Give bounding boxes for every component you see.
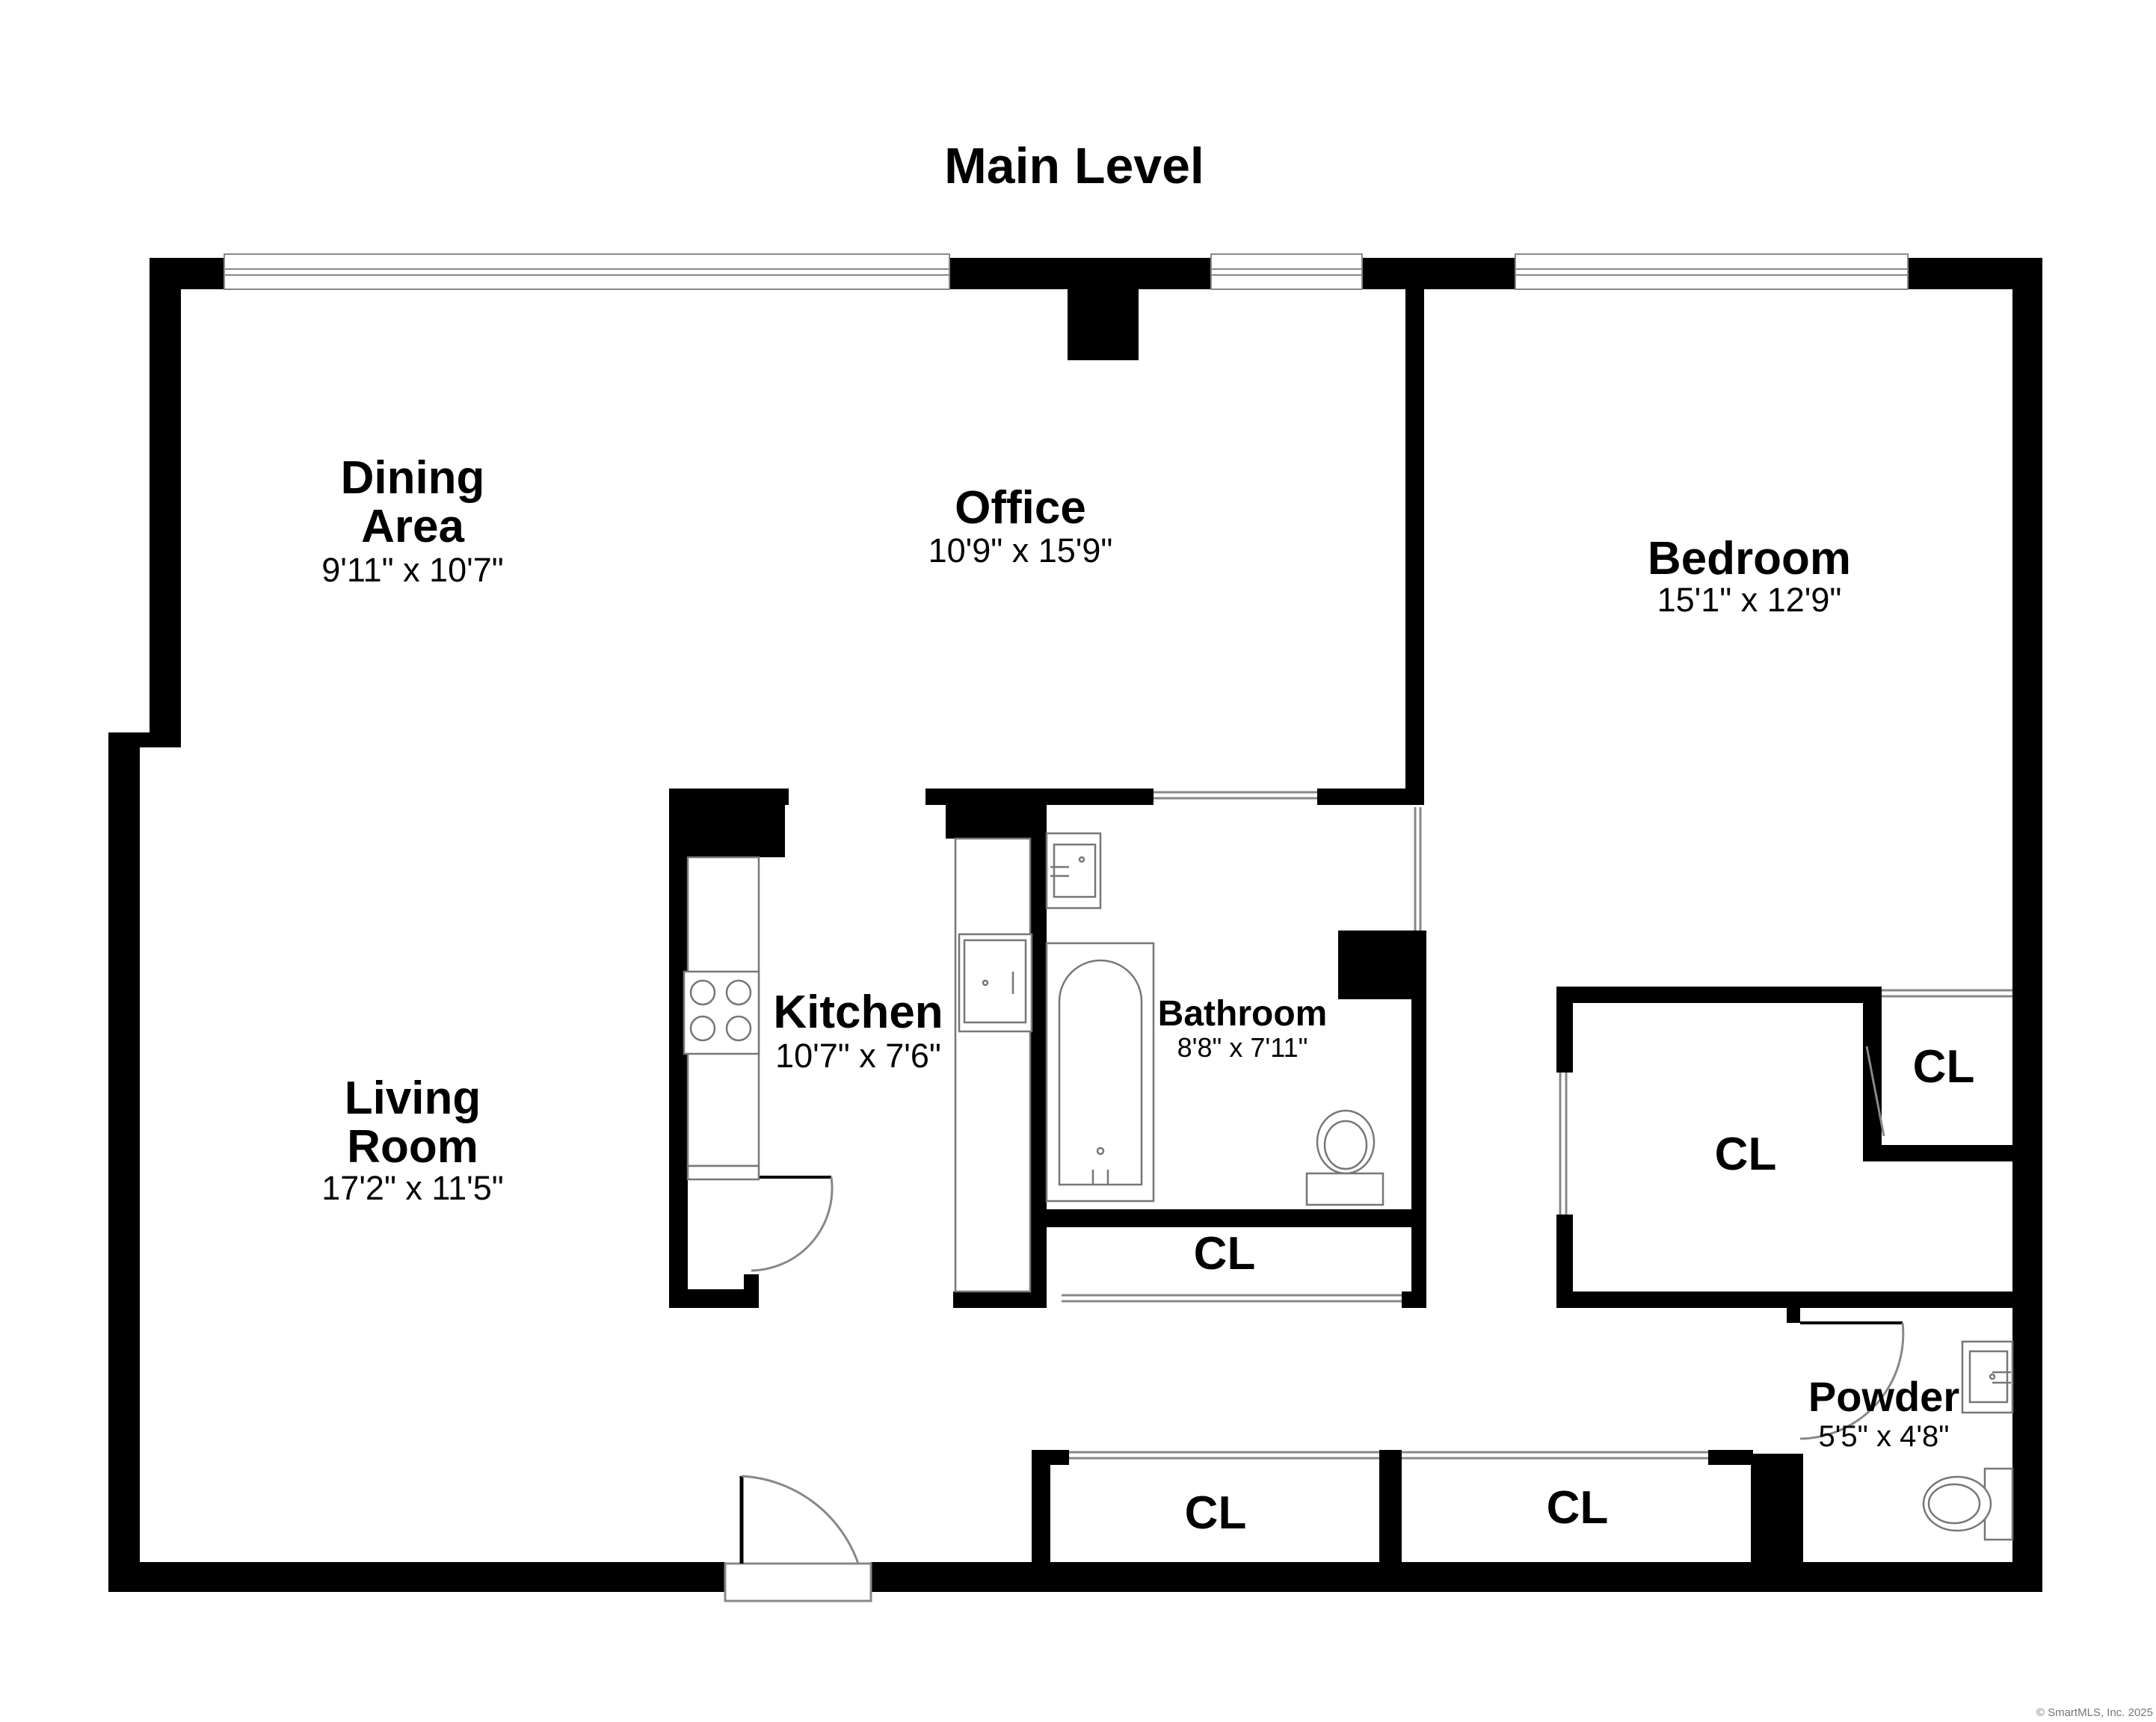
bathtub-icon: [1045, 942, 1155, 1203]
fixtures: [683, 832, 2014, 1541]
closet-label-bedroom-small: CL: [1913, 1041, 1975, 1093]
office-dims: 10'9" x 15'9": [928, 531, 1113, 570]
kitchen-name: Kitchen: [773, 987, 943, 1038]
level-title: Main Level: [944, 138, 1204, 194]
closet-label-bottom-right: CL: [1547, 1482, 1609, 1534]
living-name-line2: Room: [347, 1121, 478, 1173]
closet-label-bottom-left: CL: [1185, 1487, 1247, 1539]
kitchen-sink-icon: [958, 933, 1033, 1033]
closet-label-bath-hall: CL: [1194, 1228, 1256, 1280]
bedroom-name: Bedroom: [1648, 533, 1851, 584]
kitchen-dims: 10'7" x 7'6": [775, 1037, 941, 1075]
dining-dims: 9'11" x 10'7": [321, 551, 503, 589]
bathroom-name: Bathroom: [1158, 994, 1328, 1034]
bath-sink-icon: [1045, 832, 1102, 910]
living-name-line1: Living: [345, 1073, 481, 1124]
powder-toilet-icon: [1922, 1467, 2014, 1541]
stove-icon: [683, 970, 760, 1055]
office-name: Office: [955, 482, 1086, 534]
bathroom-dims: 8'8" x 7'11": [1177, 1032, 1308, 1063]
dining-area-label: Dining Area 9'11" x 10'7": [321, 452, 503, 589]
copyright-text: © SmartMLS, Inc. 2025: [2036, 1706, 2153, 1719]
powder-sink-icon: [1961, 1340, 2014, 1414]
room-labels: Dining Area 9'11" x 10'7" Office 10'9" x…: [321, 452, 1974, 1539]
powder-name: Powder: [1808, 1373, 1959, 1420]
dining-name-line2: Area: [361, 501, 464, 552]
pantry-shelf: [686, 1164, 760, 1181]
doors: [724, 791, 2012, 1602]
bedroom-dims: 15'1" x 12'9": [1657, 581, 1842, 619]
powder-label: Powder 5'5" x 4'8": [1808, 1373, 1959, 1453]
closet-label-bedroom-large: CL: [1715, 1129, 1777, 1180]
office-label: Office 10'9" x 15'9": [928, 482, 1113, 570]
kitchen-counter-right: [954, 837, 1032, 1293]
living-room-label: Living Room 17'2" x 11'5": [321, 1073, 503, 1207]
toilet-icon: [1305, 1109, 1385, 1206]
bathroom-label: Bathroom 8'8" x 7'11": [1158, 994, 1328, 1063]
living-dims: 17'2" x 11'5": [321, 1169, 503, 1207]
dining-name-line1: Dining: [341, 452, 485, 504]
powder-dims: 5'5" x 4'8": [1819, 1420, 1950, 1453]
windows: [224, 253, 1909, 290]
kitchen-label: Kitchen 10'7" x 7'6": [773, 987, 943, 1075]
exterior-walls: [108, 258, 2042, 1592]
bedroom-label: Bedroom 15'1" x 12'9": [1648, 533, 1851, 619]
